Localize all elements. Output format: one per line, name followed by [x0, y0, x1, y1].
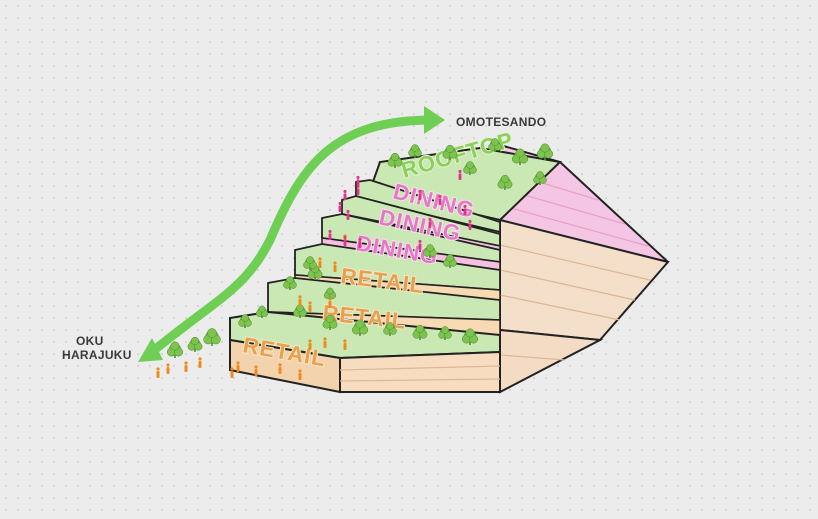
tree-icon [488, 138, 502, 152]
tree-icon [408, 144, 422, 158]
route-curve [147, 115, 437, 357]
tree-icon [351, 319, 369, 336]
person-icon [338, 201, 342, 212]
person-icon [236, 361, 240, 372]
trees-layer [166, 138, 554, 358]
tree-icon [383, 322, 397, 336]
person-icon [438, 194, 442, 205]
person-icon [343, 235, 347, 246]
tree-icon [283, 276, 297, 290]
tree-icon [255, 305, 269, 318]
tree-icon [461, 328, 479, 345]
person-icon [358, 237, 362, 248]
person-icon [328, 297, 332, 308]
terrace-retail-1 [229, 310, 501, 394]
tree-icon [497, 174, 513, 190]
person-icon [198, 357, 202, 368]
tree-icon [511, 148, 529, 165]
person-icon [254, 365, 258, 376]
east-base-facet [499, 328, 604, 394]
tree-icon [438, 326, 452, 340]
person-icon [328, 229, 332, 240]
label-oku-harajuku: OKU HARAJUKU [62, 334, 132, 362]
person-icon [230, 367, 234, 378]
person-icon [356, 184, 360, 195]
person-icon [156, 367, 160, 378]
tree-icon [322, 314, 338, 330]
tree-icon [423, 244, 437, 258]
tree-icon [187, 336, 203, 352]
person-icon [458, 169, 462, 180]
tree-icon [293, 304, 307, 318]
person-icon [463, 204, 467, 215]
person-icon [468, 219, 472, 230]
arrowhead-omotesando [424, 106, 445, 134]
tree-icon [238, 314, 252, 328]
tree-icon [536, 143, 554, 160]
tree-icon [387, 152, 403, 168]
tree-icon [307, 264, 323, 280]
tree-icon [203, 328, 221, 346]
people-layer [156, 169, 472, 380]
tree-icon [303, 256, 317, 270]
tree-icon [412, 324, 428, 340]
person-icon [418, 239, 422, 250]
person-icon [308, 301, 312, 312]
person-icon [166, 363, 170, 374]
person-icon [184, 361, 188, 372]
person-icon [356, 175, 360, 186]
person-icon [343, 189, 347, 200]
person-icon [298, 295, 302, 306]
tree-icon [166, 341, 184, 358]
person-icon [318, 257, 322, 268]
tree-icon [533, 171, 547, 185]
person-icon [343, 339, 347, 350]
label-harajuku: HARAJUKU [62, 348, 132, 362]
building-east-volume [499, 143, 670, 394]
tree-icon [443, 254, 457, 268]
arrowhead-harajuku [138, 338, 163, 362]
label-oku: OKU [76, 334, 104, 348]
person-icon [428, 217, 432, 228]
person-icon [308, 339, 312, 350]
person-icon [323, 337, 327, 348]
person-icon [346, 209, 350, 220]
tree-icon [463, 161, 477, 175]
route-arrow [138, 106, 445, 362]
person-icon [278, 363, 282, 374]
person-icon [418, 189, 422, 200]
person-icon [298, 369, 302, 380]
label-omotesando: OMOTESANDO [456, 115, 547, 129]
person-icon [333, 261, 337, 272]
tree-icon [323, 287, 337, 300]
tree-icon [442, 144, 458, 160]
